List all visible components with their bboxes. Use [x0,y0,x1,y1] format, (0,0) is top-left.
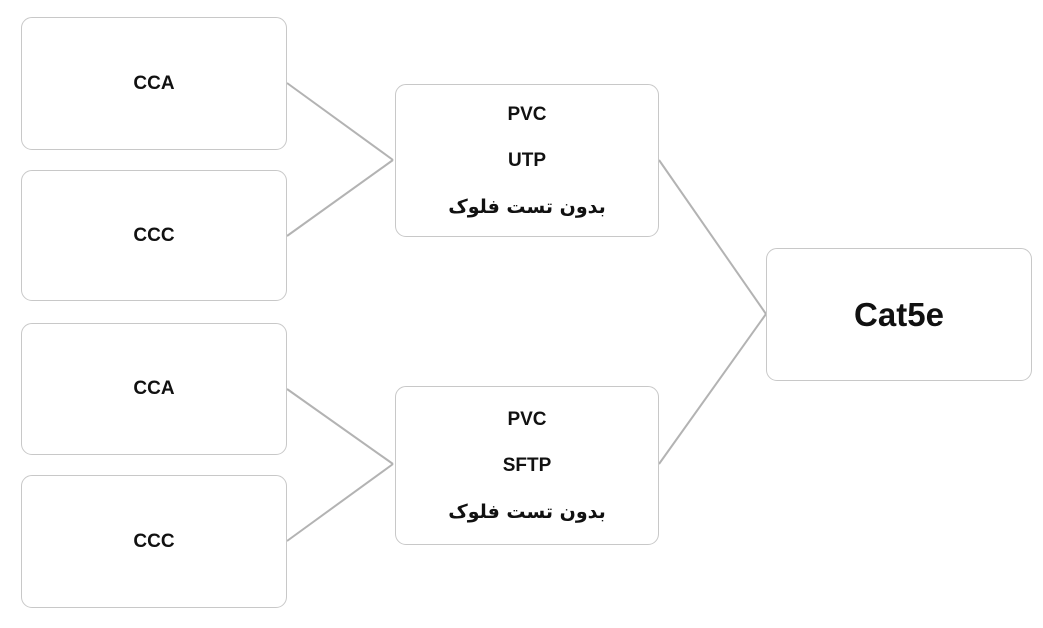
connector-leaf4-to-mid2 [286,463,394,542]
connector-leaf3-to-mid2 [286,388,394,465]
connector-mid2-to-root [658,313,767,465]
leaf-node-cca-utp: CCA [21,17,287,150]
branch-node-utp: PVC UTP بدون تست فلوک [395,84,659,237]
shield-type-label: UTP [508,149,546,171]
connector-mid1-to-root [658,159,767,315]
leaf-label: CCA [133,378,175,399]
leaf-label: CCA [133,72,175,94]
leaf-node-ccc-utp: CCC [21,170,287,301]
shield-type-label: SFTP [502,454,552,476]
root-label: Cat5e [854,295,944,333]
jacket-label: PVC [507,103,547,125]
jacket-label: PVC [507,408,547,430]
leaf-label: CCC [133,224,175,246]
leaf-node-ccc-sftp: CCC [21,475,287,608]
test-note-label: بدون تست فلوک [448,195,606,218]
connector-leaf2-to-mid1 [286,159,394,237]
test-note-label: بدون تست فلوک [448,500,606,523]
connector-leaf1-to-mid1 [286,82,394,161]
root-node-cat5e: Cat5e [766,248,1032,381]
branch-node-sftp: PVC SFTP بدون تست فلوک [395,386,659,545]
leaf-node-cca-sftp: CCA [21,323,287,455]
leaf-label: CCC [133,530,175,552]
